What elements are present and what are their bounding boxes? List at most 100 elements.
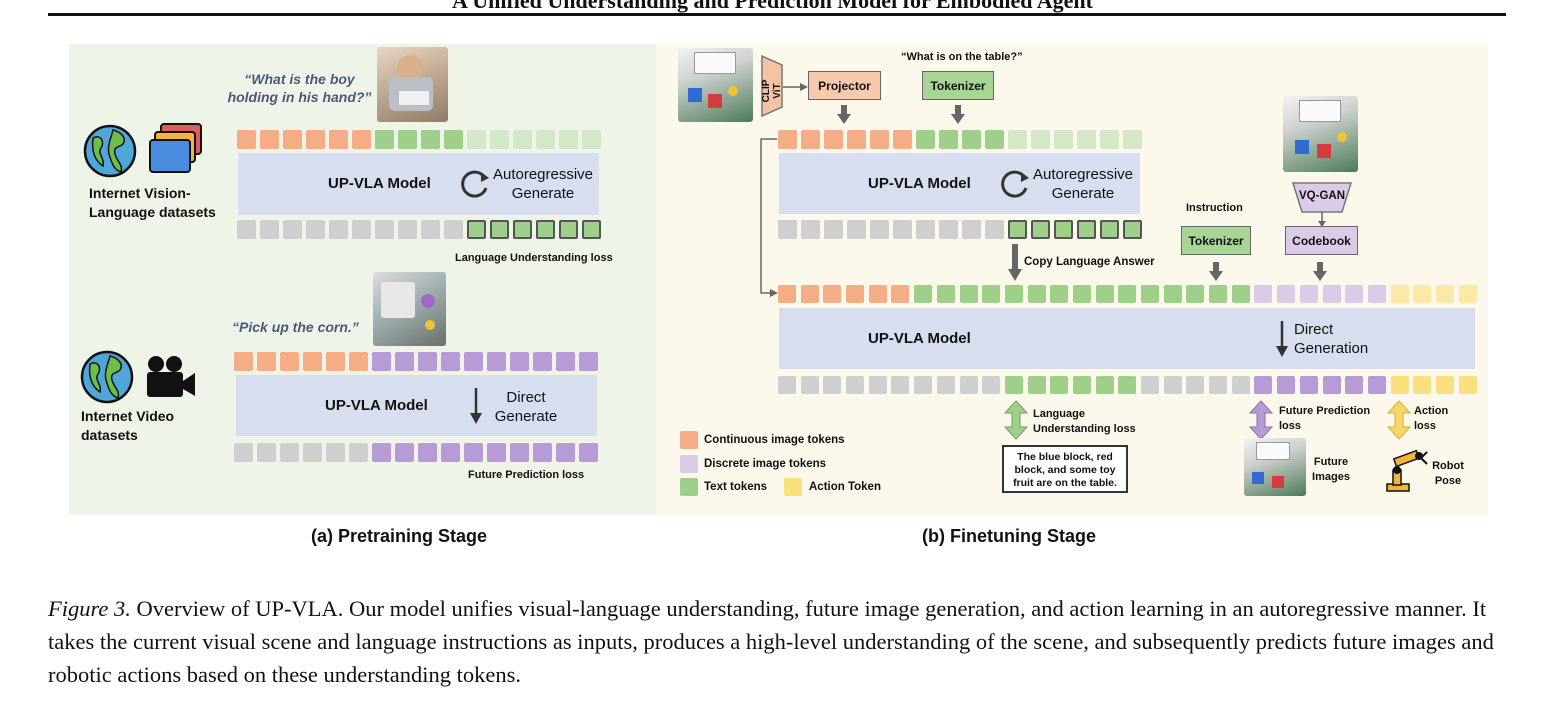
- text-token: [1050, 376, 1069, 394]
- discrete-token: [395, 352, 414, 371]
- output-token: [1163, 376, 1182, 394]
- down-arrow-icon: [1209, 262, 1223, 281]
- pretrain-bottom-model-box: [236, 375, 597, 436]
- output-token: [283, 220, 302, 239]
- discrete-token: [510, 443, 529, 462]
- discrete-token: [556, 443, 575, 462]
- pretrain-top-model-label: UP-VLA Model: [328, 175, 431, 192]
- pretrain-lang-loss-label: Language Understanding loss: [455, 252, 613, 264]
- double-arrow-icon: [1386, 400, 1412, 440]
- continuous-token: [778, 285, 796, 303]
- text-token: [1004, 285, 1023, 303]
- folders-icon: [149, 123, 202, 173]
- action-token: [1390, 376, 1409, 394]
- down-arrow-icon: [837, 105, 851, 124]
- text-token: [1118, 285, 1137, 303]
- discrete-token: [441, 443, 460, 462]
- text-token: [1163, 285, 1182, 303]
- clip-vit-label: CLIP ViT: [761, 79, 783, 103]
- discrete-token: [487, 443, 506, 462]
- legend-continuous-swatch: [680, 431, 698, 449]
- feedback-arrow: [760, 138, 778, 297]
- discrete-token: [533, 443, 552, 462]
- continuous-token: [234, 352, 253, 371]
- output-token: [847, 220, 866, 239]
- output-token: [985, 220, 1004, 239]
- discrete-token: [395, 443, 414, 462]
- discrete-token: [1277, 376, 1296, 394]
- arrow-icon: [783, 83, 808, 91]
- discrete-token: [441, 352, 460, 371]
- output-token: [893, 220, 912, 239]
- discrete-token: [1345, 376, 1364, 394]
- output-token: [870, 220, 889, 239]
- continuous-token: [801, 130, 820, 149]
- finetune-model-box-1: [779, 153, 1140, 214]
- continuous-token: [303, 352, 322, 371]
- output-token: [349, 443, 368, 462]
- discrete-token: [1254, 285, 1273, 303]
- text-token: [513, 220, 532, 239]
- text-token: [490, 130, 509, 149]
- discrete-token: [556, 352, 575, 371]
- running-title: A Unified Understanding and Prediction M…: [452, 0, 1093, 13]
- refresh-icon: [1001, 170, 1029, 198]
- text-token: [1027, 285, 1046, 303]
- video-dataset-label: Internet Video datasets: [81, 408, 175, 443]
- future-images-label: Future Images: [1312, 456, 1350, 483]
- finetune-gen-label-2: Direct Generation: [1294, 321, 1369, 357]
- discrete-token: [533, 352, 552, 371]
- video-camera-icon: [147, 356, 195, 397]
- down-arrow-icon: [470, 388, 482, 424]
- discrete-token: [1367, 376, 1386, 394]
- action-token: [1458, 376, 1477, 394]
- continuous-token: [893, 130, 912, 149]
- text-token: [1077, 130, 1096, 149]
- text-token: [536, 130, 555, 149]
- continuous-token: [349, 352, 368, 371]
- text-token: [936, 285, 955, 303]
- robot-arm-icon: [1386, 449, 1428, 492]
- finetune-question: “What is on the table?”: [901, 51, 1023, 63]
- action-token: [1458, 285, 1477, 303]
- instruction-label: Instruction: [1186, 202, 1243, 214]
- output-token: [329, 220, 348, 239]
- continuous-token: [823, 285, 842, 303]
- caption-text: Overview of UP-VLA. Our model unifies vi…: [48, 596, 1494, 687]
- action-token: [1413, 376, 1432, 394]
- legend-action-swatch: [784, 478, 802, 496]
- output-token: [1141, 376, 1159, 394]
- legend-text-swatch: [680, 478, 698, 496]
- text-token: [1054, 130, 1073, 149]
- output-token: [800, 376, 819, 394]
- text-token: [916, 130, 935, 149]
- text-token: [1077, 220, 1096, 239]
- text-token: [1008, 130, 1027, 149]
- text-token: [559, 220, 578, 239]
- output-token: [982, 376, 1001, 394]
- continuous-token: [329, 130, 348, 149]
- text-token: [444, 130, 463, 149]
- output-token: [234, 443, 253, 462]
- vl-dataset-label: Internet Vision-Language datasets: [89, 185, 216, 220]
- text-token: [1095, 376, 1114, 394]
- finetune-output-row-2: [778, 376, 1477, 394]
- continuous-token: [280, 352, 299, 371]
- finetuning-stage-label: (b) Finetuning Stage: [922, 526, 1096, 546]
- pretrain-bottom-output-row: [234, 443, 598, 462]
- pretrain-top-model-box: [238, 153, 599, 215]
- text-token: [1231, 285, 1250, 303]
- text-token: [1100, 130, 1119, 149]
- text-token: [939, 130, 958, 149]
- discrete-token: [464, 352, 483, 371]
- output-token: [962, 220, 981, 239]
- continuous-token: [824, 130, 843, 149]
- vqgan-block: [1291, 182, 1353, 213]
- codebook-box: Codebook: [1285, 226, 1358, 255]
- pretraining-stage-label: (a) Pretraining Stage: [311, 526, 488, 546]
- text-token: [1031, 130, 1050, 149]
- continuous-token: [870, 130, 889, 149]
- action-token: [1435, 285, 1454, 303]
- action-token: [1435, 376, 1454, 394]
- continuous-token: [283, 130, 302, 149]
